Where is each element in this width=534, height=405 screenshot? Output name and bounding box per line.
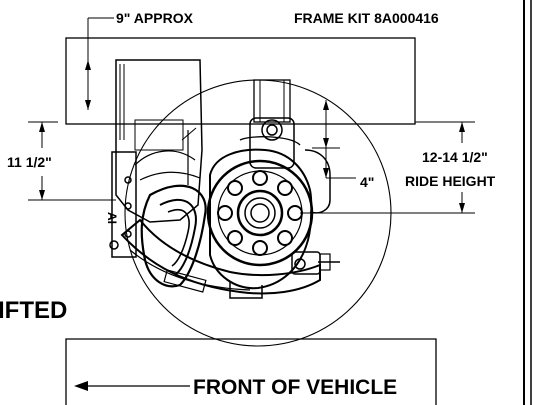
- upper-mount: [239, 79, 301, 169]
- left-height-label: 11 1/2": [7, 154, 52, 170]
- lifted-label: IFTED: [0, 297, 67, 324]
- bottom-frame: [65, 338, 437, 405]
- air-spring: [140, 184, 207, 288]
- part-marking-label: AI: [105, 212, 119, 224]
- ride-height-value: 12-14 1/2": [422, 149, 488, 165]
- dim-top-clearance: [85, 17, 114, 110]
- dim-ride-height: [300, 121, 475, 214]
- frame-kit-label: FRAME KIT 8A000416: [294, 10, 439, 26]
- frame-rail: [65, 37, 416, 125]
- lift-dim-label: 4": [360, 174, 374, 190]
- dim-lift: [312, 100, 356, 179]
- hanger-bracket: [109, 59, 203, 258]
- ride-height-label: RIDE HEIGHT: [405, 173, 496, 189]
- front-of-vehicle-label: FRONT OF VEHICLE: [193, 376, 397, 399]
- top-clearance-label: 9" APPROX: [116, 10, 194, 26]
- wheel-hub: [206, 148, 314, 290]
- brake-components: [229, 149, 340, 299]
- dim-left-height: [28, 121, 116, 201]
- front-arrow: [74, 381, 190, 391]
